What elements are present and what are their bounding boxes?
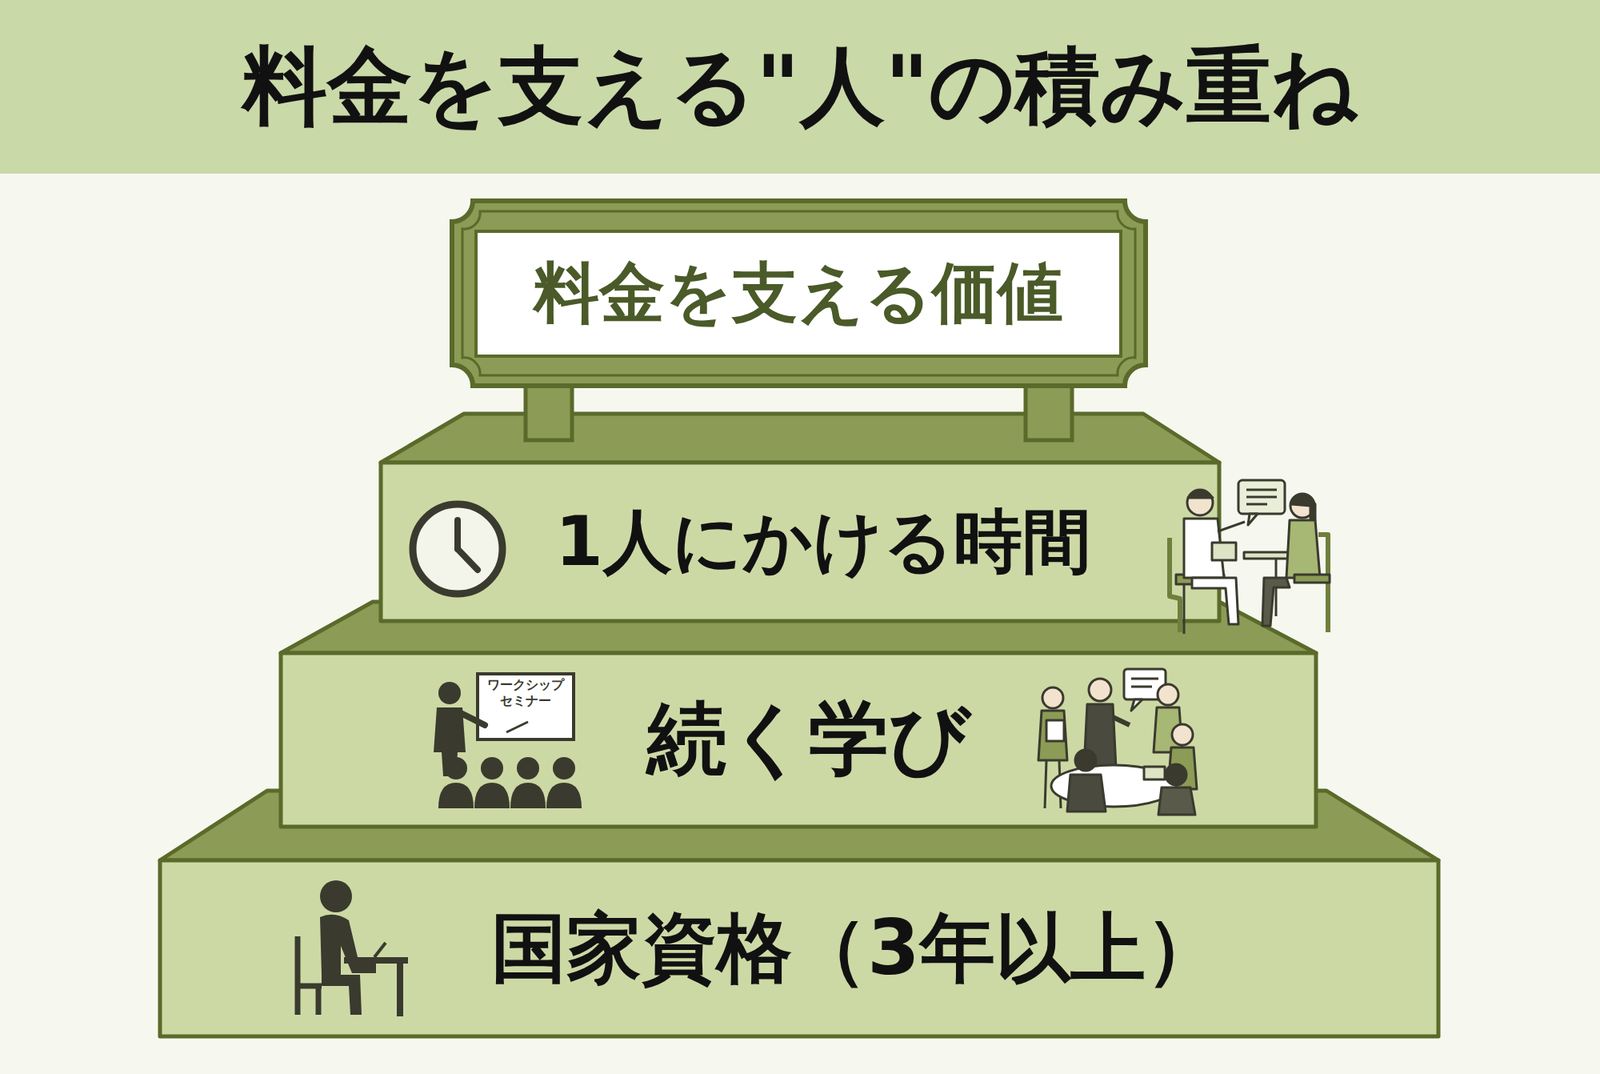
sign-frame-inner xyxy=(462,211,1136,376)
step-base xyxy=(160,413,1439,1036)
study-icon xyxy=(396,963,404,1016)
seminar-icon xyxy=(506,721,528,732)
person xyxy=(1158,787,1196,815)
consultation-illustration xyxy=(1246,503,1268,506)
meeting-illustration xyxy=(1131,677,1159,680)
seminar-icon xyxy=(444,756,468,780)
consultation-illustration xyxy=(1192,577,1239,624)
consultation-illustration xyxy=(1262,577,1290,626)
person xyxy=(1172,724,1193,745)
node-label: 1人にかける時間 xyxy=(555,495,1092,589)
person xyxy=(1165,764,1187,785)
clock-icon xyxy=(454,520,461,549)
study-icon xyxy=(320,914,376,975)
study-icon xyxy=(320,880,352,912)
step-top: 1人にかける時間 xyxy=(380,462,1220,621)
person xyxy=(1088,678,1112,701)
seminar-icon xyxy=(438,756,582,808)
consultation-illustration xyxy=(1246,488,1277,492)
sign-frame xyxy=(452,200,1146,386)
meeting-illustration xyxy=(1038,668,1197,815)
seminar-icon xyxy=(480,756,504,780)
person xyxy=(1067,774,1106,812)
person xyxy=(1112,716,1130,725)
consultation-illustration xyxy=(1238,480,1285,514)
consultation-illustration xyxy=(1169,480,1330,634)
seminar-icon xyxy=(433,673,582,808)
consultation-illustration xyxy=(1188,490,1213,498)
node-label: 続く学び xyxy=(647,685,971,794)
seminar-icon xyxy=(546,782,582,808)
person xyxy=(1042,687,1064,708)
seminar-icon xyxy=(510,782,546,808)
node-label: 国家資格（3年以上） xyxy=(491,897,1220,1000)
value-sign: 料金を支える価値 xyxy=(474,229,1123,358)
consultation-illustration xyxy=(1248,513,1258,525)
consultation-illustration xyxy=(1187,489,1213,516)
seminar-icon xyxy=(552,756,576,780)
whiteboard-label: ワークシップ セミナー xyxy=(480,676,571,709)
person xyxy=(1038,710,1068,760)
study-icon xyxy=(297,880,408,1016)
step-base: 国家資格（3年以上） xyxy=(160,860,1439,1036)
step-front-face xyxy=(160,860,1439,1036)
consultation-illustration xyxy=(1183,584,1186,634)
consultation-illustration xyxy=(1286,520,1320,578)
person xyxy=(1075,749,1096,771)
clock-icon xyxy=(457,548,478,570)
step-middle: 続く学び xyxy=(280,652,1316,827)
clock-icon xyxy=(412,504,503,594)
node-label: 料金を支える価値 xyxy=(533,249,1064,338)
study-icon xyxy=(321,974,362,1015)
seminar-icon xyxy=(477,673,574,740)
meeting-illustration xyxy=(1144,766,1165,780)
clock-icon xyxy=(412,504,503,594)
person xyxy=(1157,684,1179,705)
study-icon xyxy=(344,956,408,964)
meeting-illustration xyxy=(1131,699,1143,711)
seminar-icon xyxy=(474,782,510,808)
consultation-illustration xyxy=(1212,542,1236,560)
title-band xyxy=(0,0,1600,174)
meeting-illustration xyxy=(1131,685,1152,688)
title-band-text: 料金を支える"人"の積み重ね xyxy=(0,0,1600,174)
seminar-icon xyxy=(438,681,461,704)
person xyxy=(1044,760,1047,808)
step-front-face xyxy=(380,462,1220,621)
person xyxy=(1158,764,1196,815)
seminar-icon xyxy=(438,782,474,808)
title: 料金を支える"人"の積み重ね xyxy=(242,29,1358,144)
seminar-icon xyxy=(462,713,485,725)
step-top-face xyxy=(380,413,1220,463)
seminar-icon xyxy=(516,756,540,780)
person xyxy=(1067,749,1106,812)
study-icon xyxy=(297,936,322,1015)
study-icon xyxy=(374,942,386,957)
consultation-illustration xyxy=(1291,494,1316,521)
consultation-illustration xyxy=(1217,521,1245,532)
person xyxy=(1046,720,1064,741)
consultation-illustration xyxy=(1294,574,1330,583)
step-front-face xyxy=(280,652,1316,827)
consultation-illustration xyxy=(1246,496,1277,499)
